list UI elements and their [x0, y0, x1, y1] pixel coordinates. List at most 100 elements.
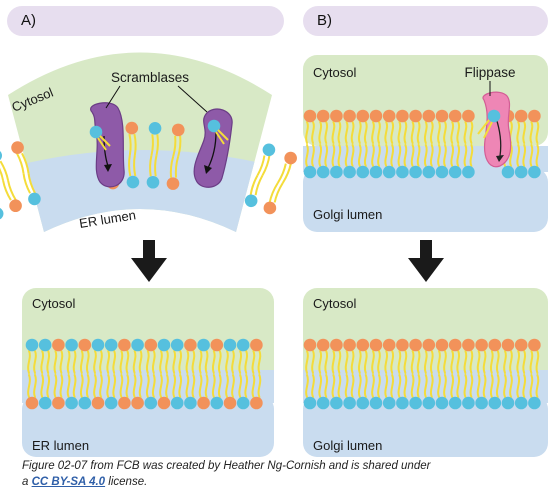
- caption-line-2: a CC BY-SA 4.0 license.: [22, 474, 542, 490]
- lipid-head-bottom: [184, 396, 197, 410]
- lipid-head-bottom: [396, 165, 409, 179]
- lipid-head-inner: [146, 175, 160, 189]
- lipid-head-bottom: [65, 396, 78, 410]
- lipid-head-bottom: [118, 396, 131, 410]
- lipid-head-top: [170, 338, 184, 352]
- lipid-head-top: [316, 109, 330, 123]
- lipid-head-top: [528, 338, 541, 352]
- lipid-head-top: [118, 338, 131, 352]
- lipid-head-top: [78, 338, 92, 352]
- flippase-protein: [482, 91, 512, 168]
- lipid-head-top: [316, 338, 330, 352]
- lipid-head-bottom: [448, 396, 462, 410]
- lipid-head-top: [369, 338, 383, 352]
- panel-a-curved-membrane: Cytosol ER lumen Scramblases: [0, 52, 297, 232]
- lipid-head-bottom: [382, 396, 396, 410]
- lipid-head-top: [356, 338, 370, 352]
- lipid-head-bottom: [409, 396, 422, 410]
- lipid-head-top: [501, 338, 515, 352]
- panel-b-golgi-membrane: Cytosol Golgi lumen Flippase: [303, 55, 548, 232]
- lipid-head-top: [65, 338, 78, 352]
- lipid-head-bottom: [422, 396, 436, 410]
- lipid-head-top: [343, 109, 356, 123]
- lipid-head-bottom: [104, 396, 118, 410]
- lipid-head-top: [223, 338, 237, 352]
- license-link[interactable]: CC BY-SA 4.0: [31, 476, 106, 488]
- lipid-head-top: [343, 338, 356, 352]
- lipid-head-bottom: [236, 396, 250, 410]
- lipid-head-top: [462, 109, 475, 123]
- lipid-head-bottom: [25, 396, 39, 410]
- scramblase-right-arrow: [207, 131, 217, 169]
- lipid-head-bottom: [514, 165, 528, 179]
- panel-b-lumen-region: [303, 168, 548, 232]
- lipid-head-bottom: [197, 396, 210, 410]
- lipid-head-bottom: [501, 165, 515, 179]
- lipid-head-top: [236, 338, 250, 352]
- lipid-head-inner: [263, 201, 277, 215]
- lipid-head-top: [356, 109, 370, 123]
- lipid-head-top: [528, 109, 541, 123]
- lipid-head-bottom: [210, 396, 224, 410]
- flipping-lipid-head: [487, 109, 501, 123]
- panel-a-result-lumen: [22, 395, 274, 457]
- lipid-head-bottom: [356, 396, 370, 410]
- lipid-head-outer: [284, 151, 297, 165]
- lipid-head-inner: [28, 192, 41, 206]
- lipid-head-top: [131, 338, 144, 352]
- lipid-head-top: [330, 338, 343, 352]
- scramblase-right-protein: [193, 108, 233, 188]
- lipid-head-bottom: [52, 396, 65, 410]
- lipid-head-top: [514, 109, 528, 123]
- lipid-head-inner: [166, 177, 180, 190]
- lipid-head-bottom: [131, 396, 144, 410]
- lipid-head-bottom: [409, 165, 422, 179]
- lipid-head-top: [52, 338, 65, 352]
- lipid-head-outer: [171, 123, 185, 137]
- lipid-head-top: [382, 338, 396, 352]
- lipid-head-bottom: [316, 165, 330, 179]
- lipid-head-bottom: [144, 396, 158, 410]
- lipid-head-top: [409, 109, 422, 123]
- lipid-head-top: [38, 338, 52, 352]
- lipid-head-top: [144, 338, 158, 352]
- lipid-head-top: [475, 338, 488, 352]
- lipid-head-bottom: [330, 396, 343, 410]
- panel-a-label: A): [7, 6, 284, 36]
- lipid-head-bottom: [38, 396, 52, 410]
- lipid-head-bottom: [435, 165, 449, 179]
- scramblase-left-lipid-head: [89, 125, 103, 139]
- lipid-head-outer: [0, 150, 2, 161]
- lipid-head-bottom: [396, 396, 409, 410]
- lipid-head-top: [435, 109, 449, 123]
- panel-b-result-lumen: [303, 395, 548, 457]
- caption-line-1: Figure 02-07 from FCB was created by Hea…: [22, 460, 431, 472]
- lipid-head-top: [462, 338, 475, 352]
- lipid-head-bottom: [343, 165, 356, 179]
- lipid-head-top: [448, 338, 462, 352]
- lipid-head-bottom: [316, 396, 330, 410]
- lipid-head-top: [104, 338, 118, 352]
- lipid-head-bottom: [330, 165, 343, 179]
- lipid-head-top: [91, 338, 105, 352]
- panel-b-result-golgi-lumen-label: Golgi lumen: [313, 438, 382, 453]
- lipid-head-bottom: [382, 165, 396, 179]
- lipid-head-top: [396, 338, 409, 352]
- lipid-head-top: [303, 338, 317, 352]
- lipid-head-bottom: [514, 396, 528, 410]
- lipid-head-top: [422, 109, 436, 123]
- lipid-head-top: [210, 338, 224, 352]
- lipid-head-top: [303, 109, 317, 123]
- lipid-head-top: [409, 338, 422, 352]
- lipid-head-top: [396, 109, 409, 123]
- lipid-head-bottom: [303, 396, 317, 410]
- scramblase-right-lipid-head: [207, 119, 221, 133]
- panel-a-result-er-lumen-label: ER lumen: [32, 438, 89, 453]
- lipid-head-bottom: [78, 396, 92, 410]
- lipid-head-bottom: [369, 165, 383, 179]
- lipid-head-outer: [148, 121, 162, 135]
- panel-b-golgi-lumen-label: Golgi lumen: [313, 207, 382, 222]
- panel-a-scramblases-label: Scramblases: [111, 70, 189, 85]
- lipid-head-top: [250, 338, 263, 352]
